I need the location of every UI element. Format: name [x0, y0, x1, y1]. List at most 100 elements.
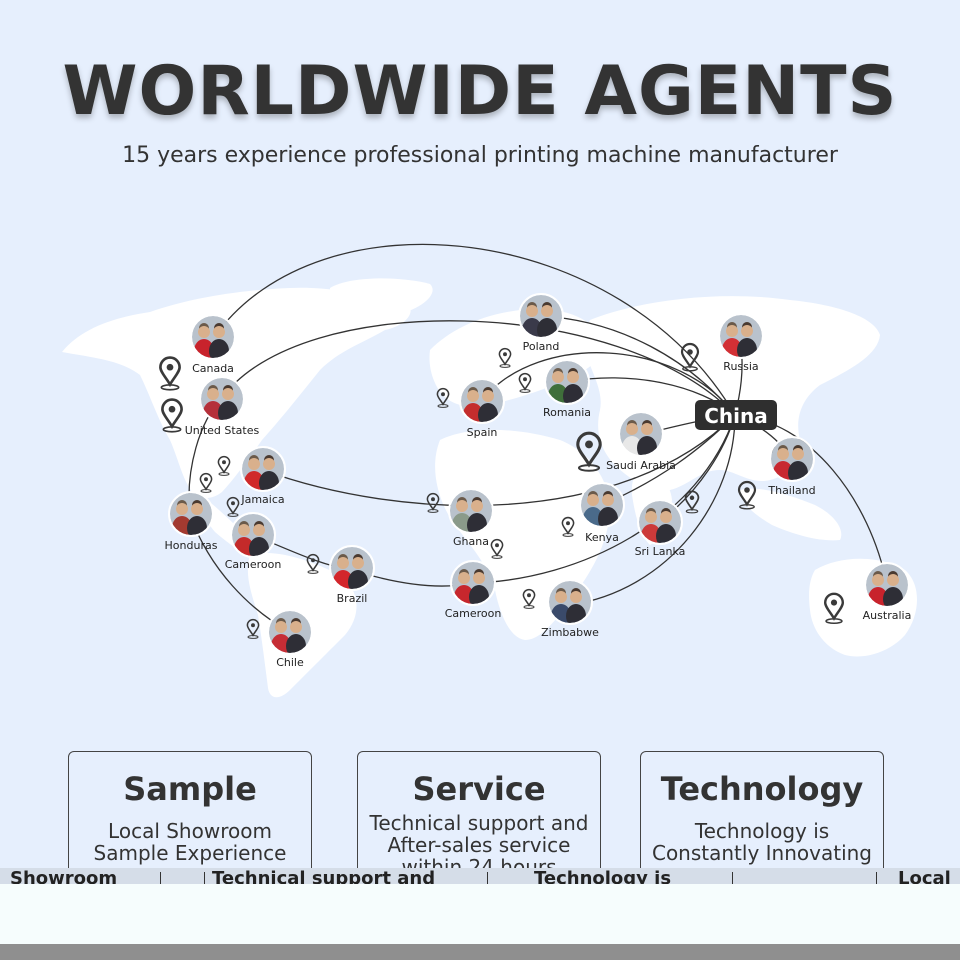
location-pin-icon	[498, 347, 512, 366]
avatar-ring	[518, 293, 564, 339]
location-pin-dot	[441, 392, 445, 397]
avatar-ring	[199, 376, 245, 422]
card-technology-line-1: Technology is	[694, 819, 830, 843]
ghost-item-technology: Technology is	[534, 868, 672, 889]
agent-photo	[269, 611, 311, 653]
location-pin-dot	[585, 440, 593, 449]
hub-china: China	[695, 400, 777, 430]
agent-label: United States	[185, 424, 260, 437]
card-service-text: Technical support and After-sales servic…	[368, 812, 590, 878]
agent-photo	[639, 501, 681, 543]
agent-photo	[771, 438, 813, 480]
agent-label: Honduras	[165, 539, 218, 552]
card-sample-line-1: Local Showroom	[108, 819, 272, 843]
agent-ghana: Ghana	[448, 488, 494, 548]
agent-label: Russia	[723, 360, 758, 373]
card-sample-title: Sample	[123, 770, 257, 808]
avatar-ring	[637, 499, 683, 545]
agent-cameroon: Cameroon	[445, 560, 501, 620]
card-service-title: Service	[412, 770, 546, 808]
location-pin-icon	[161, 398, 183, 430]
agent-russia: Russia	[718, 313, 764, 373]
agent-photo	[170, 493, 212, 535]
location-pin-dot	[204, 477, 208, 482]
avatar-ring	[547, 579, 593, 625]
agent-kenya: Kenya	[579, 482, 625, 544]
location-pin-dot	[503, 352, 507, 357]
location-pin-dot	[689, 495, 695, 501]
agent-label: Chile	[276, 656, 304, 669]
card-technology-title: Technology	[660, 770, 864, 808]
location-pin-icon	[226, 496, 240, 515]
agent-label: Ghana	[453, 535, 489, 548]
ghost-divider	[204, 872, 205, 888]
avatar-ring	[450, 560, 496, 606]
greenland-shape	[330, 278, 433, 316]
avatar-ring	[168, 491, 214, 537]
avatar-ring	[618, 411, 664, 457]
ghost-item-technical: Technical support and	[212, 868, 436, 889]
page-subtitle: 15 years experience professional printin…	[122, 143, 838, 168]
location-pin-icon	[426, 492, 440, 511]
ghost-divider	[876, 872, 877, 888]
location-pin-dot	[566, 521, 570, 526]
location-pin-dot	[687, 349, 693, 355]
agent-canada: Canada	[190, 314, 236, 375]
avatar-ring	[240, 446, 286, 492]
location-pin-icon	[823, 592, 845, 621]
location-pin-icon	[199, 472, 213, 491]
agent-label: Saudi Arabia	[606, 459, 676, 472]
location-pin-dot	[168, 405, 176, 413]
agent-label: Zimbabwe	[541, 626, 599, 639]
agent-romania: Romania	[543, 359, 591, 419]
agent-photo	[201, 378, 243, 420]
location-pin-icon	[436, 387, 450, 406]
avatar-ring	[459, 378, 505, 424]
location-pin-dot	[495, 543, 499, 548]
agent-photo	[232, 514, 274, 556]
route-cameroon-africa	[472, 414, 736, 584]
agent-sri-lanka: Sri Lanka	[635, 499, 686, 558]
card-service-line-2: After-sales service	[387, 833, 571, 857]
avatar-ring	[190, 314, 236, 360]
avatar-ring	[329, 545, 375, 591]
location-pin-icon	[518, 372, 532, 391]
avatar-ring	[769, 436, 815, 482]
blank-band	[0, 884, 960, 944]
ghost-divider	[487, 872, 488, 888]
avatar-ring	[267, 609, 313, 655]
card-technology-line-2: Constantly Innovating	[651, 841, 872, 865]
location-pin-dot	[222, 460, 226, 465]
location-pin-icon	[737, 480, 757, 507]
agent-brazil: Brazil	[329, 545, 375, 605]
ghost-divider	[160, 872, 161, 888]
agent-label: Sri Lanka	[635, 545, 686, 558]
agent-label: Spain	[467, 426, 498, 439]
location-pin-icon	[217, 455, 231, 474]
location-pin-icon	[576, 431, 602, 468]
agent-photo	[520, 295, 562, 337]
location-pin-dot	[830, 599, 838, 606]
agent-cameroon: Cameroon	[225, 512, 281, 571]
avatar-ring	[230, 512, 276, 558]
avatar-ring	[448, 488, 494, 534]
agent-label: Australia	[863, 609, 912, 622]
ghost-item-showroom: Showroom	[10, 868, 118, 889]
location-pin-icon	[306, 553, 320, 572]
location-pin-icon	[684, 490, 700, 512]
location-pin-icon	[490, 538, 504, 557]
card-technology-text: Technology is Constantly Innovating	[651, 820, 873, 864]
agent-poland: Poland	[518, 293, 564, 353]
agent-label: Brazil	[337, 592, 368, 605]
location-pin-icon	[159, 356, 181, 388]
bottom-bar	[0, 944, 960, 960]
agent-label: Kenya	[585, 531, 619, 544]
route-canada	[214, 243, 736, 416]
agent-photo	[452, 562, 494, 604]
location-pin-dot	[523, 377, 527, 382]
location-pin-icon	[680, 342, 700, 369]
card-sample-text: Local Showroom Sample Experience	[79, 820, 301, 864]
avatar-ring	[864, 562, 910, 608]
location-pin-icon	[522, 588, 536, 607]
